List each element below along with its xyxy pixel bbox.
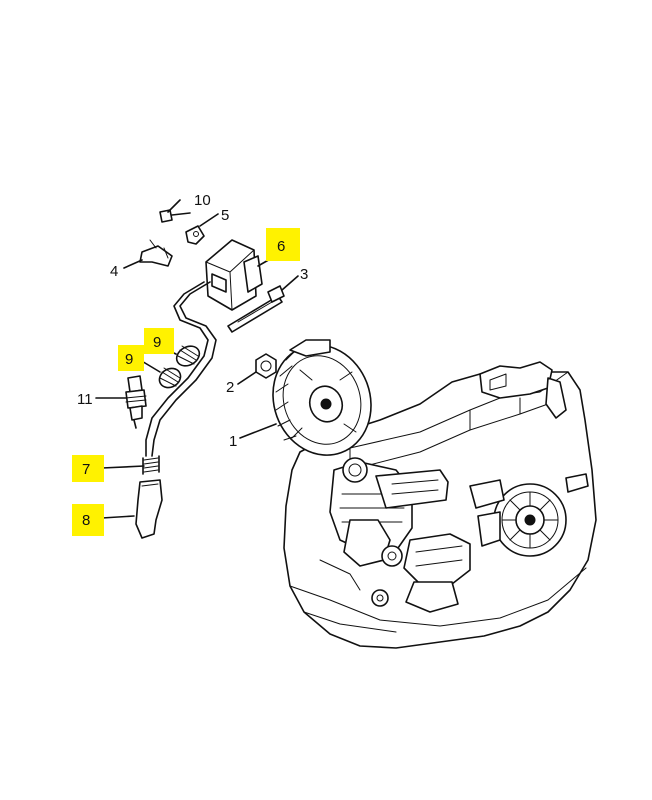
highlight-box (266, 228, 300, 261)
spring-lower (158, 367, 182, 389)
callout-number: 8 (82, 512, 90, 529)
callout-number: 11 (77, 391, 93, 408)
callout-number: 4 (110, 263, 118, 280)
short-circuit-contact (139, 239, 173, 267)
flywheel (272, 339, 372, 456)
callout-number: 3 (300, 266, 308, 283)
spark-plug-boot (135, 479, 163, 539)
callout-7: 7 (72, 455, 104, 482)
ignition-lead (145, 281, 217, 457)
callout-number: 9 (153, 334, 161, 351)
leg-spring (142, 455, 160, 475)
cable-guide (227, 285, 285, 333)
callout-number: 9 (125, 351, 133, 368)
highlight-box (144, 328, 174, 354)
highlight-box (118, 345, 144, 371)
highlight-box (72, 455, 104, 482)
callout-number: 2 (226, 379, 234, 396)
callout-10: 10 (194, 192, 211, 209)
callout-3: 3 (300, 266, 308, 283)
callout-number: 7 (82, 461, 90, 478)
clip (185, 225, 205, 245)
callout-8: 8 (72, 504, 104, 536)
highlight-box (72, 504, 104, 536)
callout-2: 2 (226, 379, 234, 396)
callout-5: 5 (221, 207, 229, 224)
screw (159, 209, 191, 223)
callout-4: 4 (110, 263, 118, 280)
callout-number: 10 (194, 192, 211, 209)
spring-upper (175, 345, 201, 367)
callout-11: 11 (77, 391, 93, 408)
callout-number: 1 (229, 433, 237, 450)
callout-9-lower: 9 (118, 345, 144, 371)
spark-plug (125, 375, 147, 429)
ignition-module (205, 239, 263, 311)
callout-1: 1 (229, 433, 237, 450)
callout-9-upper: 9 (144, 328, 174, 354)
nut (255, 353, 277, 379)
callout-number: 5 (221, 207, 229, 224)
callout-6: 6 (266, 228, 300, 261)
engine-housing (283, 361, 597, 649)
callout-number: 6 (277, 238, 285, 255)
